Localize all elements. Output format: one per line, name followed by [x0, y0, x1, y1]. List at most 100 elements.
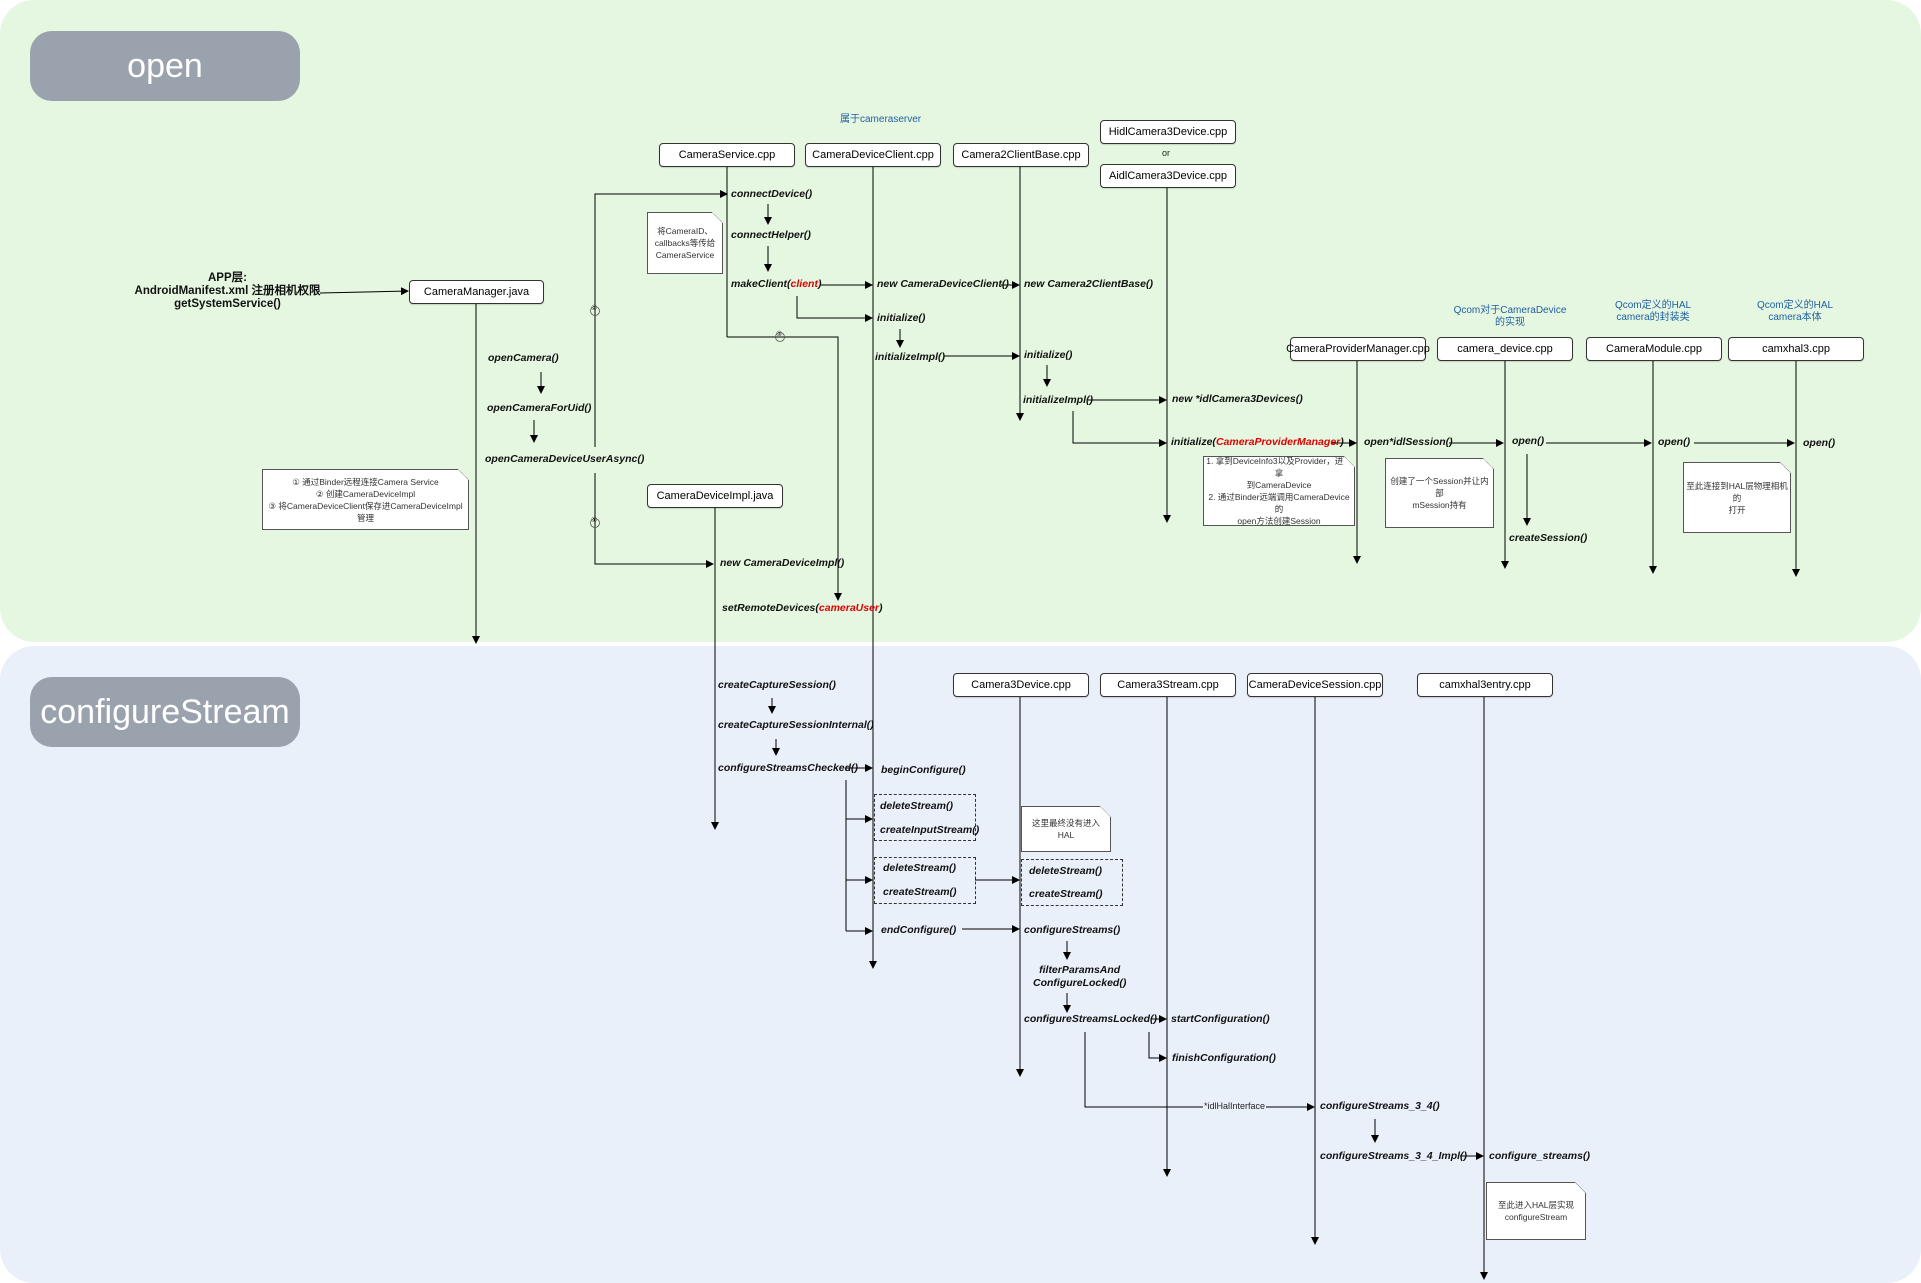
method-begin-configure: beginConfigure(): [881, 764, 966, 776]
dashed-group-input-stream: [874, 794, 976, 841]
initialize-provider-prefix: initialize(: [1171, 436, 1216, 448]
qcom-hal-body-line2: camera本体: [1768, 312, 1822, 323]
note-provider-line3: 2. 通过Binder远端调用CameraDevice的: [1208, 492, 1350, 514]
note-pass-camera-id-line3: CameraService: [655, 250, 715, 260]
step-2-label: ②: [591, 305, 598, 312]
dashed-group-stream: [874, 857, 976, 904]
class-camera-provider-manager: CameraProviderManager.cpp: [1286, 337, 1430, 361]
note-session-line1: 创建了一个Session并让内部: [1390, 476, 1489, 498]
method-create-capture-session-internal: createCaptureSessionInternal(): [718, 719, 874, 731]
method-connect-helper: connectHelper(): [731, 229, 811, 241]
note-hal-configure: 至此进入HAL层实现 configureStream: [1486, 1182, 1586, 1240]
method-new-camera-device-impl: new CameraDeviceImpl(): [720, 557, 845, 569]
method-initialize-base: initialize(): [1024, 349, 1073, 361]
class-camxhal3: camxhal3.cpp: [1728, 337, 1864, 361]
class-camera-device-impl: CameraDeviceImpl.java: [647, 484, 783, 508]
initialize-provider-suffix: ): [1340, 436, 1344, 448]
note-hal-configure-line2: configureStream: [1504, 1212, 1568, 1222]
class-camera2-client-base: Camera2ClientBase.cpp: [953, 143, 1089, 167]
filter-params-line1: filterParamsAnd: [1039, 964, 1121, 976]
set-remote-devices-suffix: ): [879, 602, 883, 614]
note-provider-line1: 1. 拿到DeviceInfo3以及Provider，进而拿: [1206, 456, 1352, 478]
class-camera-manager: CameraManager.java: [409, 280, 544, 304]
method-open-device: open(): [1512, 435, 1545, 447]
make-client-prefix: makeClient(: [731, 278, 791, 290]
qcom-camera-device-label: Qcom对于CameraDevice 的实现: [1440, 305, 1580, 329]
app-layer-label: APP层: AndroidManifest.xml 注册相机权限 getSyst…: [130, 272, 325, 311]
method-configure-streams-3-4: configureStreams_3_4(): [1320, 1100, 1440, 1112]
method-create-stream-2: createStream(): [883, 886, 957, 898]
note-binder-line3: ③ 将CameraDeviceClient保存进CameraDeviceImpl…: [268, 500, 463, 523]
app-layer-get-system-service: getSystemService(): [174, 298, 281, 310]
app-layer-manifest: AndroidManifest.xml 注册相机权限: [134, 285, 321, 297]
method-set-remote-devices: setRemoteDevices(cameraUser): [722, 602, 883, 615]
note-pass-camera-id-line2: callbacks等传给: [654, 238, 716, 248]
initialize-provider-arg: CameraProviderManager: [1215, 436, 1341, 448]
note-binder-line1: ① 通过Binder远程连接Camera Service: [292, 476, 439, 487]
note-session-line2: mSession持有: [1412, 500, 1467, 510]
section-label-configure-stream: configureStream: [30, 677, 300, 747]
method-new-idl-camera3-devices: new *idlCamera3Devices(): [1172, 393, 1303, 405]
note-hal-open-line2: 打开: [1728, 504, 1746, 515]
method-open-module: open(): [1658, 436, 1691, 448]
method-end-configure: endConfigure(): [881, 924, 957, 936]
note-provider-line4: open方法创建Session: [1237, 516, 1321, 526]
make-client-arg: client: [790, 278, 818, 290]
qcom-hal-body-line1: Qcom定义的HAL: [1756, 300, 1834, 311]
open-section-background: [0, 0, 1921, 642]
method-initialize-impl-client: initializeImpl(): [875, 351, 946, 363]
step-1-label: ①: [591, 517, 598, 524]
note-hal-open-line1: 至此连接到HAL层物理相机的: [1686, 480, 1788, 503]
filter-params-line2: ConfigureLocked(): [1033, 977, 1127, 989]
set-remote-devices-prefix: setRemoteDevices(: [722, 602, 819, 614]
method-initialize-impl-base: initializeImpl(): [1023, 394, 1094, 406]
method-configure-streams: configureStreams(): [1024, 924, 1121, 936]
method-configure-streams-locked: configureStreamsLocked(): [1024, 1013, 1158, 1025]
qcom-hal-wrapper-line2: camera的封装类: [1616, 312, 1690, 323]
method-finish-configuration: finishConfiguration(): [1172, 1052, 1276, 1064]
configure-section-background: [0, 646, 1921, 1283]
note-hal-open: 至此连接到HAL层物理相机的打开: [1683, 462, 1791, 533]
method-delete-stream-1: deleteStream(): [880, 800, 953, 812]
method-new-camera-device-client: new CameraDeviceClient(): [877, 278, 1009, 290]
note-session: 创建了一个Session并让内部 mSession持有: [1385, 458, 1494, 528]
section-label-open: open: [30, 31, 300, 101]
qcom-hal-wrapper-label: Qcom定义的HAL camera的封装类: [1598, 300, 1708, 324]
class-camera-device-client: CameraDeviceClient.cpp: [805, 143, 941, 167]
method-start-configuration: startConfiguration(): [1171, 1013, 1270, 1025]
note-binder-line2: ② 创建CameraDeviceImpl: [315, 488, 416, 499]
method-configure-streams-3-4-impl: configureStreams_3_4_Impl(): [1320, 1150, 1468, 1162]
method-open-camera: openCamera(): [488, 352, 559, 364]
method-create-input-stream: createInputStream(): [880, 824, 980, 836]
step-3-label: ③: [776, 331, 783, 338]
or-label: or: [1162, 148, 1171, 158]
note-pass-camera-id: 将CameraID、 callbacks等传给 CameraService: [647, 212, 723, 274]
set-remote-devices-arg: cameraUser: [818, 602, 880, 614]
method-configure-streams-checked: configureStreamsChecked(): [718, 762, 859, 774]
method-make-client: makeClient(client): [731, 278, 821, 291]
qcom-camera-device-line2: 的实现: [1495, 317, 1525, 328]
method-create-capture-session: createCaptureSession(): [718, 679, 836, 691]
class-camera-service: CameraService.cpp: [659, 143, 795, 167]
method-create-stream-3: createStream(): [1029, 888, 1103, 900]
method-initialize-client: initialize(): [877, 312, 926, 324]
qcom-hal-body-label: Qcom定义的HAL camera本体: [1740, 300, 1850, 324]
make-client-suffix: ): [817, 278, 822, 290]
qcom-camera-device-line1: Qcom对于CameraDevice: [1453, 305, 1567, 316]
dashed-group-camera3-device: [1021, 859, 1123, 906]
note-pass-camera-id-line1: 将CameraID、: [657, 226, 713, 236]
method-open-idl-session: open*idlSession(): [1364, 436, 1453, 448]
method-configure-streams-hal: configure_streams(): [1489, 1150, 1590, 1162]
class-camera-device-session: CameraDeviceSession.cpp: [1247, 673, 1383, 697]
method-delete-stream-3: deleteStream(): [1029, 865, 1102, 877]
class-aidl-camera3-device: AidlCamera3Device.cpp: [1100, 164, 1236, 188]
note-provider-line2: 到CameraDevice: [1246, 480, 1312, 490]
method-filter-params-and-configure-locked: filterParamsAnd ConfigureLocked(): [1033, 964, 1126, 990]
note-hal-configure-line1: 至此进入HAL层实现: [1497, 1200, 1575, 1210]
note-provider: 1. 拿到DeviceInfo3以及Provider，进而拿到CameraDev…: [1203, 456, 1355, 526]
method-create-session: createSession(): [1509, 532, 1588, 544]
method-new-camera2-client-base: new Camera2ClientBase(): [1024, 278, 1153, 290]
class-camera-device: camera_device.cpp: [1437, 337, 1573, 361]
method-open-hal: open(): [1803, 437, 1836, 449]
